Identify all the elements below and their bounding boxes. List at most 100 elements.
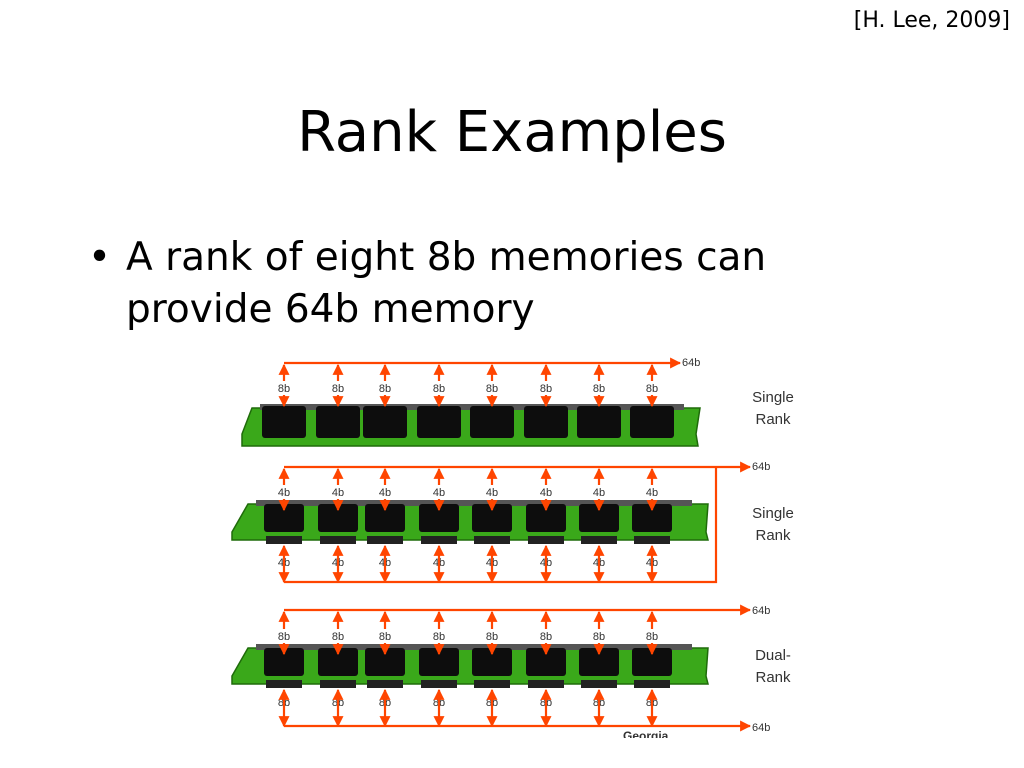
- module-single-rank-x8: [241, 404, 701, 447]
- memory-chip: [365, 504, 405, 532]
- bus-width-label: 64b: [752, 722, 770, 734]
- chip-width-label: 8b: [379, 631, 391, 643]
- chip-width-label: 8b: [278, 383, 290, 395]
- rank-label: Single: [752, 389, 794, 406]
- memory-chip-back: [320, 536, 356, 544]
- memory-chip-back: [634, 680, 670, 688]
- chip-width-label: 4b: [332, 487, 344, 499]
- label-bg: [480, 629, 504, 643]
- memory-chip: [472, 648, 512, 676]
- rank-label: Rank: [755, 669, 791, 686]
- chip-width-label: 8b: [646, 631, 658, 643]
- label-bg: [640, 629, 664, 643]
- memory-chip: [262, 406, 306, 438]
- label-bg: [480, 381, 504, 395]
- module-dual-rank: [231, 644, 709, 688]
- label-bg: [427, 381, 451, 395]
- memory-chip-back: [320, 680, 356, 688]
- chip-width-label: 8b: [433, 631, 445, 643]
- memory-chip-back: [266, 680, 302, 688]
- label-bg: [373, 485, 397, 499]
- memory-chip: [419, 504, 459, 532]
- chip-width-label: 4b: [646, 487, 658, 499]
- memory-chip: [318, 504, 358, 532]
- label-bg: [534, 381, 558, 395]
- label-bg: [373, 629, 397, 643]
- label-bg: [272, 485, 296, 499]
- memory-chip-back: [474, 680, 510, 688]
- chip-width-label: 4b: [540, 487, 552, 499]
- bus-width-label: 64b: [752, 605, 770, 617]
- rank-label: Rank: [755, 411, 791, 428]
- chip-width-label: 8b: [486, 383, 498, 395]
- memory-chip-back: [474, 536, 510, 544]
- chip-width-label: 8b: [540, 631, 552, 643]
- chip-width-label: 8b: [332, 631, 344, 643]
- citation: [H. Lee, 2009]: [853, 8, 1010, 33]
- memory-chip: [577, 406, 621, 438]
- label-bg: [272, 629, 296, 643]
- memory-chip: [417, 406, 461, 438]
- slide-title: Rank Examples: [297, 100, 727, 165]
- memory-chip: [318, 648, 358, 676]
- label-bg: [587, 485, 611, 499]
- bullet-list: • A rank of eight 8b memories can provid…: [88, 232, 848, 336]
- memory-chip: [632, 504, 672, 532]
- chip-width-label: 4b: [486, 487, 498, 499]
- memory-chip: [264, 648, 304, 676]
- chip-width-label: 4b: [433, 487, 445, 499]
- label-bg: [587, 629, 611, 643]
- memory-chip: [526, 504, 566, 532]
- memory-chip-back: [367, 536, 403, 544]
- chip-width-label: 8b: [593, 383, 605, 395]
- module-single-rank-x4: [231, 500, 709, 544]
- chip-width-label: 8b: [332, 383, 344, 395]
- memory-chip-back: [528, 536, 564, 544]
- memory-chip: [419, 648, 459, 676]
- bus-width-label: 64b: [752, 461, 770, 473]
- label-bg: [272, 381, 296, 395]
- chip-width-label: 8b: [486, 631, 498, 643]
- memory-chip-back: [528, 680, 564, 688]
- bullet-text: A rank of eight 8b memories can provide …: [126, 235, 767, 332]
- chip-width-label: 8b: [646, 383, 658, 395]
- memory-chip: [470, 406, 514, 438]
- memory-chip-back: [634, 536, 670, 544]
- pcb-connector-strip: [256, 500, 692, 506]
- memory-chip: [316, 406, 360, 438]
- memory-chip: [579, 504, 619, 532]
- label-bg: [326, 629, 350, 643]
- memory-chip: [264, 504, 304, 532]
- label-bg: [326, 485, 350, 499]
- label-bg: [480, 485, 504, 499]
- bus-width-label: 64b: [682, 357, 700, 369]
- label-bg: [427, 485, 451, 499]
- label-bg: [427, 629, 451, 643]
- label-bg: [534, 485, 558, 499]
- memory-chip-back: [266, 536, 302, 544]
- chip-width-label: 8b: [433, 383, 445, 395]
- chip-width-label: 8b: [278, 631, 290, 643]
- bus-return-path: [284, 467, 718, 584]
- watermark-text: Georgia: [623, 729, 669, 738]
- label-bg: [587, 381, 611, 395]
- memory-chip: [363, 406, 407, 438]
- memory-chip: [579, 648, 619, 676]
- memory-chip-back: [581, 680, 617, 688]
- label-bg: [534, 629, 558, 643]
- memory-chip-back: [421, 536, 457, 544]
- rank-label: Single: [752, 505, 794, 522]
- chip-width-label: 4b: [379, 487, 391, 499]
- bullet-dot: •: [88, 235, 112, 280]
- memory-chip: [365, 648, 405, 676]
- memory-chip-back: [421, 680, 457, 688]
- label-bg: [640, 485, 664, 499]
- memory-chip: [632, 648, 672, 676]
- bullet-item: • A rank of eight 8b memories can provid…: [88, 232, 848, 336]
- rank-label: Rank: [755, 527, 791, 544]
- rank-label: Dual-: [755, 647, 791, 664]
- memory-chip: [630, 406, 674, 438]
- chip-width-label: 8b: [379, 383, 391, 395]
